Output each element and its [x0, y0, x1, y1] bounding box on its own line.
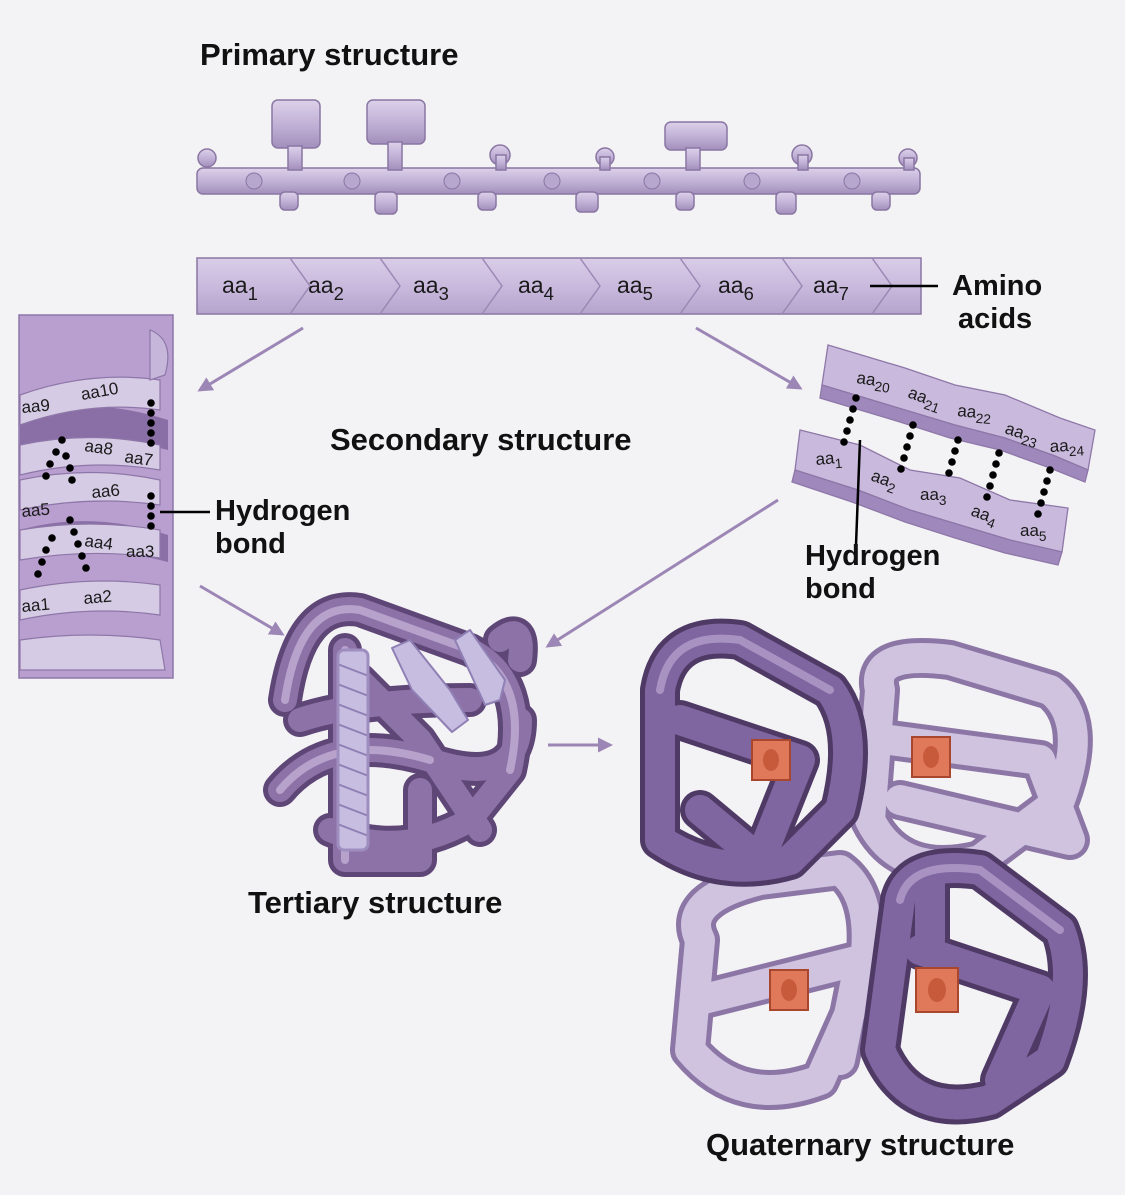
quaternary-structure-title: Quaternary structure: [706, 1127, 1014, 1162]
helix-residue-label: aa2: [83, 587, 113, 608]
amino-acid-label: aa1: [222, 272, 258, 304]
tertiary-structure-molecule: [263, 592, 538, 877]
arrow-helix-to-tertiary: [199, 584, 285, 636]
amino-acid-label: aa7: [813, 272, 849, 304]
helix-residue-label: aa5: [21, 500, 51, 521]
amino-acid-label: aa6: [718, 272, 754, 304]
primary-chain-molecule: [196, 99, 921, 215]
arrow-to-helix: [197, 326, 304, 392]
heme-group: [751, 739, 791, 781]
helix-residue-label: aa7: [123, 447, 154, 470]
sheet-residue-label: aa20: [855, 368, 892, 396]
helix-residue-label: aa9: [21, 396, 51, 417]
amino-acid-label: aa5: [617, 272, 653, 304]
secondary-structure-title: Secondary structure: [330, 422, 632, 457]
helix-residue-label: aa8: [83, 436, 114, 459]
amino-acid-labels: aa1 aa2 aa3 aa4 aa5 aa6 aa7: [222, 272, 849, 304]
heme-groups: [751, 736, 959, 1013]
helix-residue-label: aa4: [83, 531, 114, 554]
amino-acid-label: aa4: [518, 272, 554, 304]
sheet-residue-label: aa21: [904, 383, 944, 416]
heme-group: [911, 736, 951, 778]
arrow-to-sheet: [695, 326, 803, 390]
sheet-residue-label: aa24: [1049, 435, 1085, 460]
helix-residue-label: aa6: [91, 481, 121, 502]
sheet-hbond-pointer: [854, 439, 862, 546]
tertiary-structure-title: Tertiary structure: [248, 885, 502, 920]
primary-structure-title: Primary structure: [200, 37, 458, 72]
sheet-hbond-label-line1: Hydrogen: [805, 540, 940, 572]
arrow-sheet-to-tertiary: [545, 498, 779, 648]
amino-acids-label-line2: acids: [958, 303, 1032, 335]
heme-group: [769, 969, 809, 1011]
sheet-residue-label: aa22: [956, 401, 992, 427]
helix-hbond-label-line1: Hydrogen: [215, 495, 350, 527]
sheet-hbond-label-line2: bond: [805, 573, 876, 605]
sheet-residue-label: aa3: [920, 485, 946, 508]
amino-acid-chain-band: aa1 aa2 aa3 aa4 aa5 aa6 aa7: [196, 257, 922, 315]
sheet-residue-label: aa1: [815, 448, 843, 473]
helix-hbond-label-line2: bond: [215, 528, 286, 560]
amino-acid-label: aa3: [413, 272, 449, 304]
helix-residue-label: aa3: [126, 542, 154, 561]
amino-acid-label: aa2: [308, 272, 344, 304]
sheet-residue-label: aa5: [1020, 521, 1046, 544]
heme-group: [915, 967, 959, 1013]
amino-acids-label-line1: Amino: [952, 270, 1042, 302]
quaternary-structure-molecule: [640, 618, 1093, 1125]
helix-residue-label: aa1: [21, 595, 51, 616]
